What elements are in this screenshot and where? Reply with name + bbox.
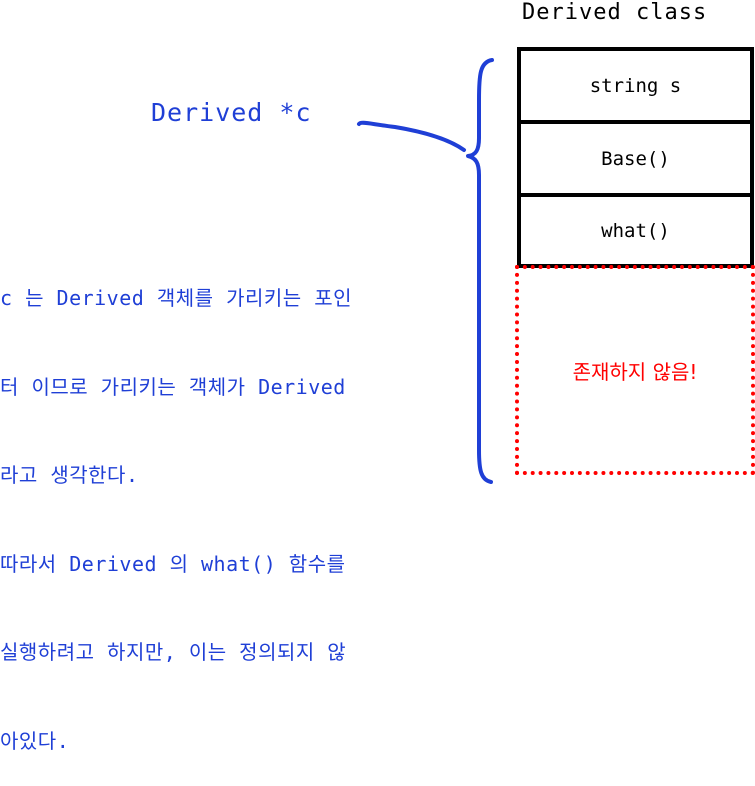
member-box-what: what() xyxy=(517,193,754,268)
missing-label: 존재하지 않음! xyxy=(572,359,698,384)
member-label: what() xyxy=(601,219,670,242)
annotation-overlay xyxy=(357,58,494,484)
curly-brace xyxy=(466,58,494,484)
member-box-string-s: string s xyxy=(517,47,754,124)
explanation-line: 실행하려고 하지만, 이는 정의되지 않 xyxy=(0,640,347,664)
pointer-label: Derived *c xyxy=(151,98,312,127)
explanation-text: c 는 Derived 객체를 가리키는 포인 터 이므로 가리키는 객체가 D… xyxy=(0,225,470,786)
explanation-line: 아있다. xyxy=(0,728,70,753)
explanation-line: 터 이므로 가리키는 객체가 Derived xyxy=(0,374,346,399)
explanation-line: 라고 생각한다. xyxy=(0,463,139,487)
class-title: Derived class xyxy=(522,0,708,25)
member-label: string s xyxy=(589,74,682,97)
explanation-line: c 는 Derived 객체를 가리키는 포인 xyxy=(0,286,353,310)
explanation-line: 따라서 Derived 의 what() 함수를 xyxy=(0,551,346,576)
missing-region-box: 존재하지 않음! xyxy=(515,265,755,475)
member-label: Base() xyxy=(601,147,670,170)
pointer-line xyxy=(357,120,466,152)
